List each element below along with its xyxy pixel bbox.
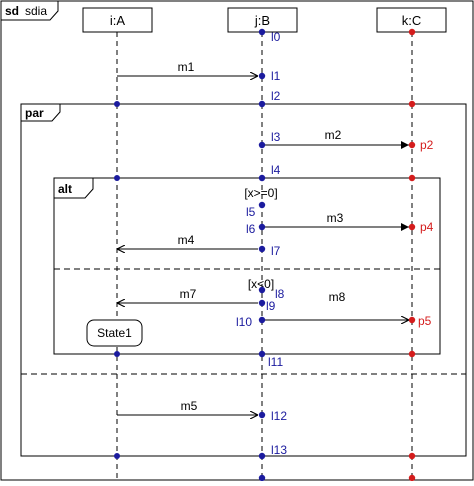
event-dot-p4[interactable] [408, 223, 416, 231]
event-label-p4: p4 [420, 220, 434, 234]
state-label: State1 [97, 326, 132, 340]
event-label-l4: l4 [271, 163, 281, 177]
lifeline-head-a[interactable] [82, 7, 153, 33]
message-label-m8: m8 [329, 290, 346, 304]
event-labels-c: p2 p4 p5 [418, 138, 434, 328]
lifeline-label-b: j:B [254, 13, 270, 28]
lifeline-head-b[interactable] [227, 7, 298, 33]
alt-keyword: alt [58, 182, 72, 196]
events-a [114, 101, 120, 459]
event-dot-l6[interactable] [258, 223, 266, 231]
event-label-l0: l0 [271, 30, 281, 44]
event-dot-c-alt-bottom[interactable] [408, 350, 416, 358]
par-fragment: par [20, 103, 467, 457]
event-dot-l7[interactable] [258, 245, 266, 253]
event-label-l3: l3 [271, 130, 281, 144]
event-dot-a-par-bottom[interactable] [114, 453, 120, 459]
event-dot-c-alt-top[interactable] [408, 174, 416, 182]
event-dot-p2[interactable] [408, 141, 416, 149]
event-label-l8: l8 [275, 287, 285, 301]
event-dot-end-b[interactable] [258, 474, 266, 482]
event-label-p5: p5 [418, 314, 432, 328]
event-dot-l0[interactable] [258, 28, 266, 36]
message-labels: m1 m2 m3 m4 m7 m8 m5 [178, 60, 346, 413]
events-b [258, 28, 266, 482]
message-label-m7: m7 [180, 287, 197, 301]
event-dot-p5[interactable] [408, 316, 416, 324]
event-label-l10: l10 [236, 315, 252, 329]
message-label-m2: m2 [325, 128, 342, 142]
event-labels-b: l0 l1 l2 l3 l4 l5 l6 l7 l8 l9 l10 l11 l1… [236, 30, 287, 457]
events-c [408, 28, 416, 482]
message-label-m4: m4 [178, 233, 195, 247]
event-dot-c-par-bottom[interactable] [408, 452, 416, 460]
event-dot-l9[interactable] [258, 299, 266, 307]
event-dot-l2[interactable] [258, 100, 266, 108]
event-dot-l12[interactable] [258, 411, 266, 419]
event-label-l13: l13 [271, 443, 287, 457]
event-label-l7: l7 [271, 244, 281, 258]
event-dot-c-start[interactable] [408, 28, 416, 36]
frame-keyword: sd [5, 4, 19, 18]
par-keyword: par [25, 106, 44, 120]
event-label-l9: l9 [266, 299, 276, 313]
lifelines [116, 32, 413, 480]
event-dot-l8[interactable] [258, 286, 266, 294]
event-dot-l3[interactable] [258, 141, 266, 149]
event-dot-a-par-top[interactable] [114, 101, 120, 107]
event-label-l5: l5 [246, 205, 256, 219]
event-label-l12: l12 [271, 409, 287, 423]
event-dot-l11[interactable] [258, 350, 266, 358]
message-label-m3: m3 [327, 211, 344, 225]
event-dot-a-alt-bottom[interactable] [114, 351, 120, 357]
event-label-l6: l6 [246, 222, 256, 236]
messages [117, 76, 409, 415]
frame-name: sdia [25, 4, 47, 18]
guard-2: [x<0] [248, 277, 274, 291]
event-dot-l4[interactable] [258, 174, 266, 182]
lifeline-heads: i:A j:B k:C [82, 7, 447, 33]
event-dot-l10[interactable] [258, 316, 266, 324]
event-dot-c-end[interactable] [408, 474, 416, 482]
event-label-l2: l2 [271, 89, 281, 103]
event-dot-a-alt-top[interactable] [114, 175, 120, 181]
event-label-l1: l1 [271, 69, 281, 83]
event-dot-c-par-top[interactable] [408, 100, 416, 108]
event-label-l11: l11 [268, 355, 283, 369]
message-label-m5: m5 [181, 399, 198, 413]
alt-fragment: alt [x>=0] [x<0] [53, 177, 441, 355]
lifeline-label-a: i:A [110, 13, 126, 28]
lifeline-label-c: k:C [402, 13, 422, 28]
event-dot-l5[interactable] [258, 201, 266, 209]
event-dot-l13[interactable] [258, 452, 266, 460]
message-label-m1: m1 [178, 60, 195, 74]
guard-1: [x>=0] [244, 186, 277, 200]
event-dot-l1[interactable] [258, 72, 266, 80]
state-invariant[interactable]: State1 [86, 319, 143, 347]
event-label-p2: p2 [420, 138, 434, 152]
